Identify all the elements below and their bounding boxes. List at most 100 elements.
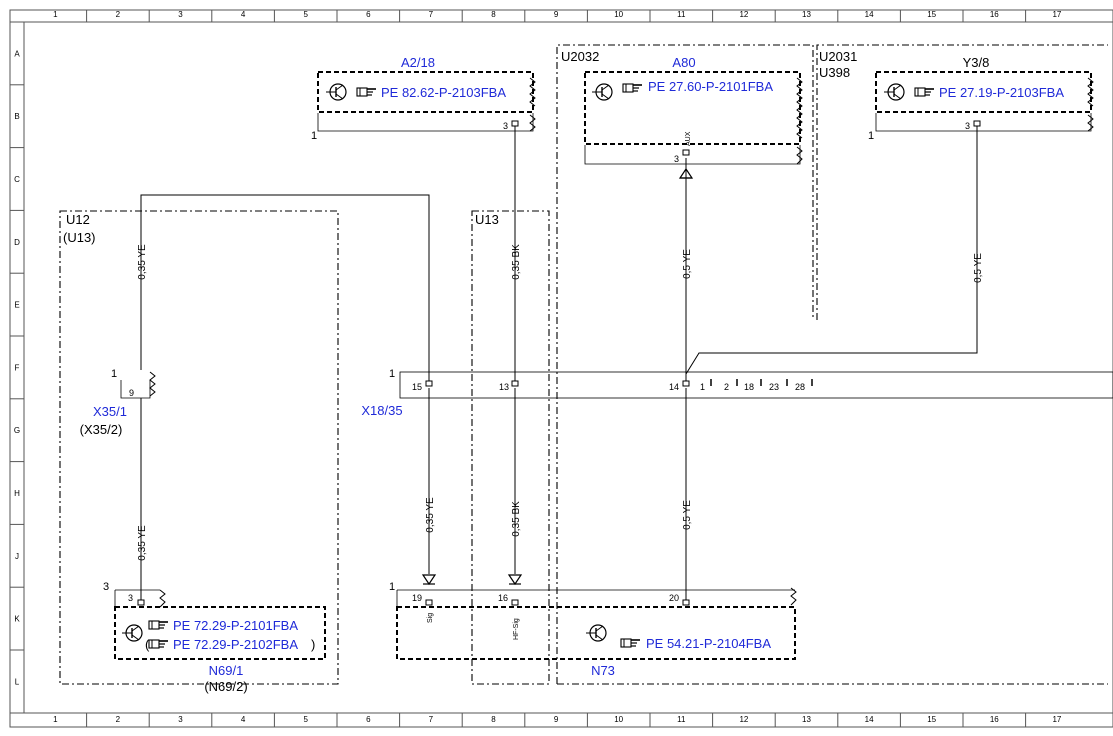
- a80-reference-link[interactable]: PE 27.60-P-2101FBA: [648, 79, 773, 94]
- grid-column-label: 15: [927, 10, 936, 19]
- n69-reference-link-1[interactable]: PE 72.29-P-2101FBA: [173, 618, 298, 633]
- hand-pointer-icon: [356, 87, 377, 97]
- transistor-icon: [585, 624, 607, 642]
- pin-label-sig: Sig: [427, 613, 434, 623]
- pin-number: 13: [499, 382, 509, 392]
- pin-number: 3: [128, 593, 133, 603]
- hand-pointer-icon: [622, 83, 643, 93]
- transistor-icon: [591, 83, 613, 101]
- connector-number: 1: [389, 581, 395, 593]
- connector-number: 3: [103, 581, 109, 593]
- grid-column-label: 12: [739, 10, 748, 19]
- grid-column-label: 12: [739, 715, 748, 724]
- grid-column-label: 10: [614, 10, 623, 19]
- wire-sig-loop: [140, 194, 430, 384]
- wire-label: 0,35 YE: [425, 497, 436, 533]
- grid-row-label: F: [15, 363, 20, 372]
- grid-row-label: K: [14, 615, 20, 624]
- pin-number: 18: [744, 382, 754, 392]
- region-u2032: [556, 44, 814, 684]
- connector-number: 1: [311, 130, 317, 142]
- grid-column-label: 3: [178, 10, 183, 19]
- transistor-icon: [325, 83, 347, 101]
- grid-column-label: 8: [491, 715, 496, 724]
- grid-column-label: 1: [53, 715, 58, 724]
- n69-box: [114, 606, 326, 660]
- pin-number: 1: [700, 382, 705, 392]
- wire-label: 0,35 BK: [511, 244, 522, 280]
- grid-column-label: 2: [116, 10, 121, 19]
- grid-column-labels: 1122334455667788991010111112121313141415…: [53, 10, 1062, 727]
- pin-number: 3: [674, 154, 679, 164]
- grid-column-label: 17: [1052, 10, 1061, 19]
- pin-number: 16: [498, 593, 508, 603]
- n69-paren-close: ): [311, 637, 315, 652]
- grid-column-label: 4: [241, 715, 246, 724]
- region-u12: [59, 210, 339, 685]
- grid-column-label: 9: [554, 10, 559, 19]
- pin-number: 3: [503, 121, 508, 131]
- y3-8-reference-link[interactable]: PE 27.19-P-2103FBA: [939, 85, 1064, 100]
- grid-row-label: L: [15, 677, 20, 686]
- grid-column-label: 11: [677, 10, 686, 19]
- y3-8-label: Y3/8: [963, 55, 990, 70]
- region-u13: [471, 210, 550, 685]
- pin-label-aux: AUX: [685, 131, 692, 146]
- connector-number: 1: [389, 368, 395, 380]
- grid-row-label: H: [14, 489, 20, 498]
- hand-pointer-icon: [620, 638, 641, 648]
- pin-number: 14: [669, 382, 679, 392]
- region-u398-label: U398: [819, 65, 850, 80]
- x35-alt-label: (X35/2): [80, 422, 123, 437]
- pin-number: 28: [795, 382, 805, 392]
- x18-35-label: X18/35: [361, 403, 402, 418]
- grid-column-label: 10: [614, 715, 623, 724]
- n69-alt-label: (N69/2): [204, 679, 247, 694]
- wire-label: 0,35 YE: [137, 244, 148, 280]
- wire-label: 0,5 YE: [973, 253, 984, 283]
- grid-column-label: 13: [802, 715, 811, 724]
- grid-column-label: 3: [178, 715, 183, 724]
- grid-column-label: 15: [927, 715, 936, 724]
- wire-label: 0,35 YE: [137, 525, 148, 561]
- grid-column-label: 5: [303, 715, 308, 724]
- a80-label: A80: [672, 55, 695, 70]
- hand-pointer-icon: [914, 87, 935, 97]
- pin-number: 9: [129, 388, 134, 398]
- wire-label: 0,35 BK: [511, 501, 522, 537]
- region-u13-label: U13: [475, 212, 499, 227]
- grid-column-label: 7: [429, 715, 434, 724]
- connector-number: 1: [111, 368, 117, 380]
- grid-row-label: B: [14, 112, 19, 121]
- wire-label: 0,5 YE: [682, 249, 693, 279]
- region-u13-paren-label: (U13): [63, 230, 96, 245]
- n73-reference-link[interactable]: PE 54.21-P-2104FBA: [646, 636, 771, 651]
- n69-reference-link-2[interactable]: PE 72.29-P-2102FBA: [173, 637, 298, 652]
- pin-number: 19: [412, 593, 422, 603]
- grid-column-label: 13: [802, 10, 811, 19]
- hand-pointer-icon: [148, 620, 169, 630]
- grid-column-label: 2: [116, 715, 121, 724]
- pin-number: 20: [669, 593, 679, 603]
- grid-column-label: 6: [366, 715, 371, 724]
- n69-label: N69/1: [209, 663, 244, 678]
- a2-18-reference-link[interactable]: PE 82.62-P-2103FBA: [381, 85, 506, 100]
- transistor-icon: [121, 624, 143, 642]
- grid-column-label: 8: [491, 10, 496, 19]
- grid-row-label: C: [14, 175, 20, 184]
- grid-row-label: D: [14, 238, 20, 247]
- grid-column-label: 11: [677, 715, 686, 724]
- grid-column-label: 7: [429, 10, 434, 19]
- a2-18-label: A2/18: [401, 55, 435, 70]
- transistor-icon: [883, 83, 905, 101]
- grid-column-label: 1: [53, 10, 58, 19]
- grid-row-label: E: [14, 301, 19, 310]
- grid-column-label: 16: [990, 10, 999, 19]
- wire-label: 0,5 YE: [682, 500, 693, 530]
- grid-row-label: J: [15, 552, 19, 561]
- grid-column-label: 16: [990, 715, 999, 724]
- pin-number: 15: [412, 382, 422, 392]
- grid-column-label: 14: [865, 715, 874, 724]
